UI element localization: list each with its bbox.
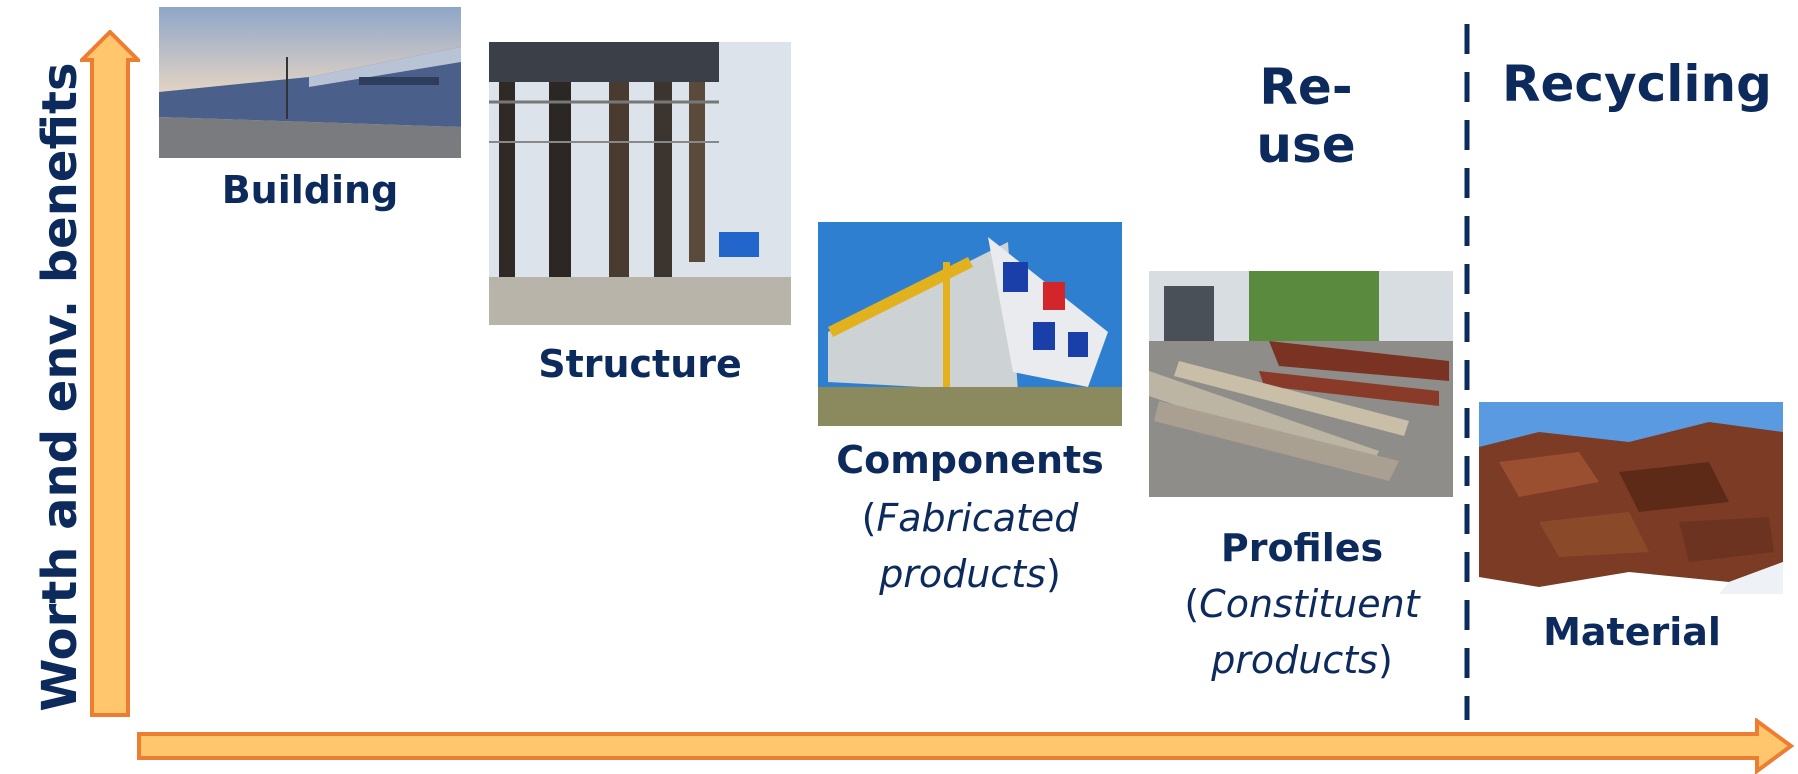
recycling-heading: Recycling — [1502, 55, 1772, 113]
structure-photo — [489, 42, 791, 325]
profiles-detail-2: products) — [1211, 638, 1393, 682]
material-photo — [1479, 402, 1783, 594]
components-label: Components — [836, 438, 1104, 482]
building-label: Building — [221, 168, 399, 212]
y-axis-label: Worth and env. benefits — [32, 62, 88, 712]
profiles-label: Profiles — [1220, 526, 1384, 570]
material-label: Material — [1543, 610, 1721, 654]
components-detail: (Fabricated — [861, 496, 1079, 540]
profiles-photo — [1149, 271, 1453, 497]
components-detail-2: products) — [879, 552, 1061, 596]
reuse-heading: Re-use — [1256, 58, 1356, 174]
reuse-recycling-divider — [1464, 24, 1470, 720]
x-axis-arrow — [137, 718, 1795, 774]
y-axis-arrow — [80, 30, 140, 717]
profiles-detail: (Constituent — [1184, 582, 1420, 626]
structure-label: Structure — [538, 342, 742, 386]
components-photo — [818, 222, 1122, 426]
building-photo — [159, 7, 461, 158]
